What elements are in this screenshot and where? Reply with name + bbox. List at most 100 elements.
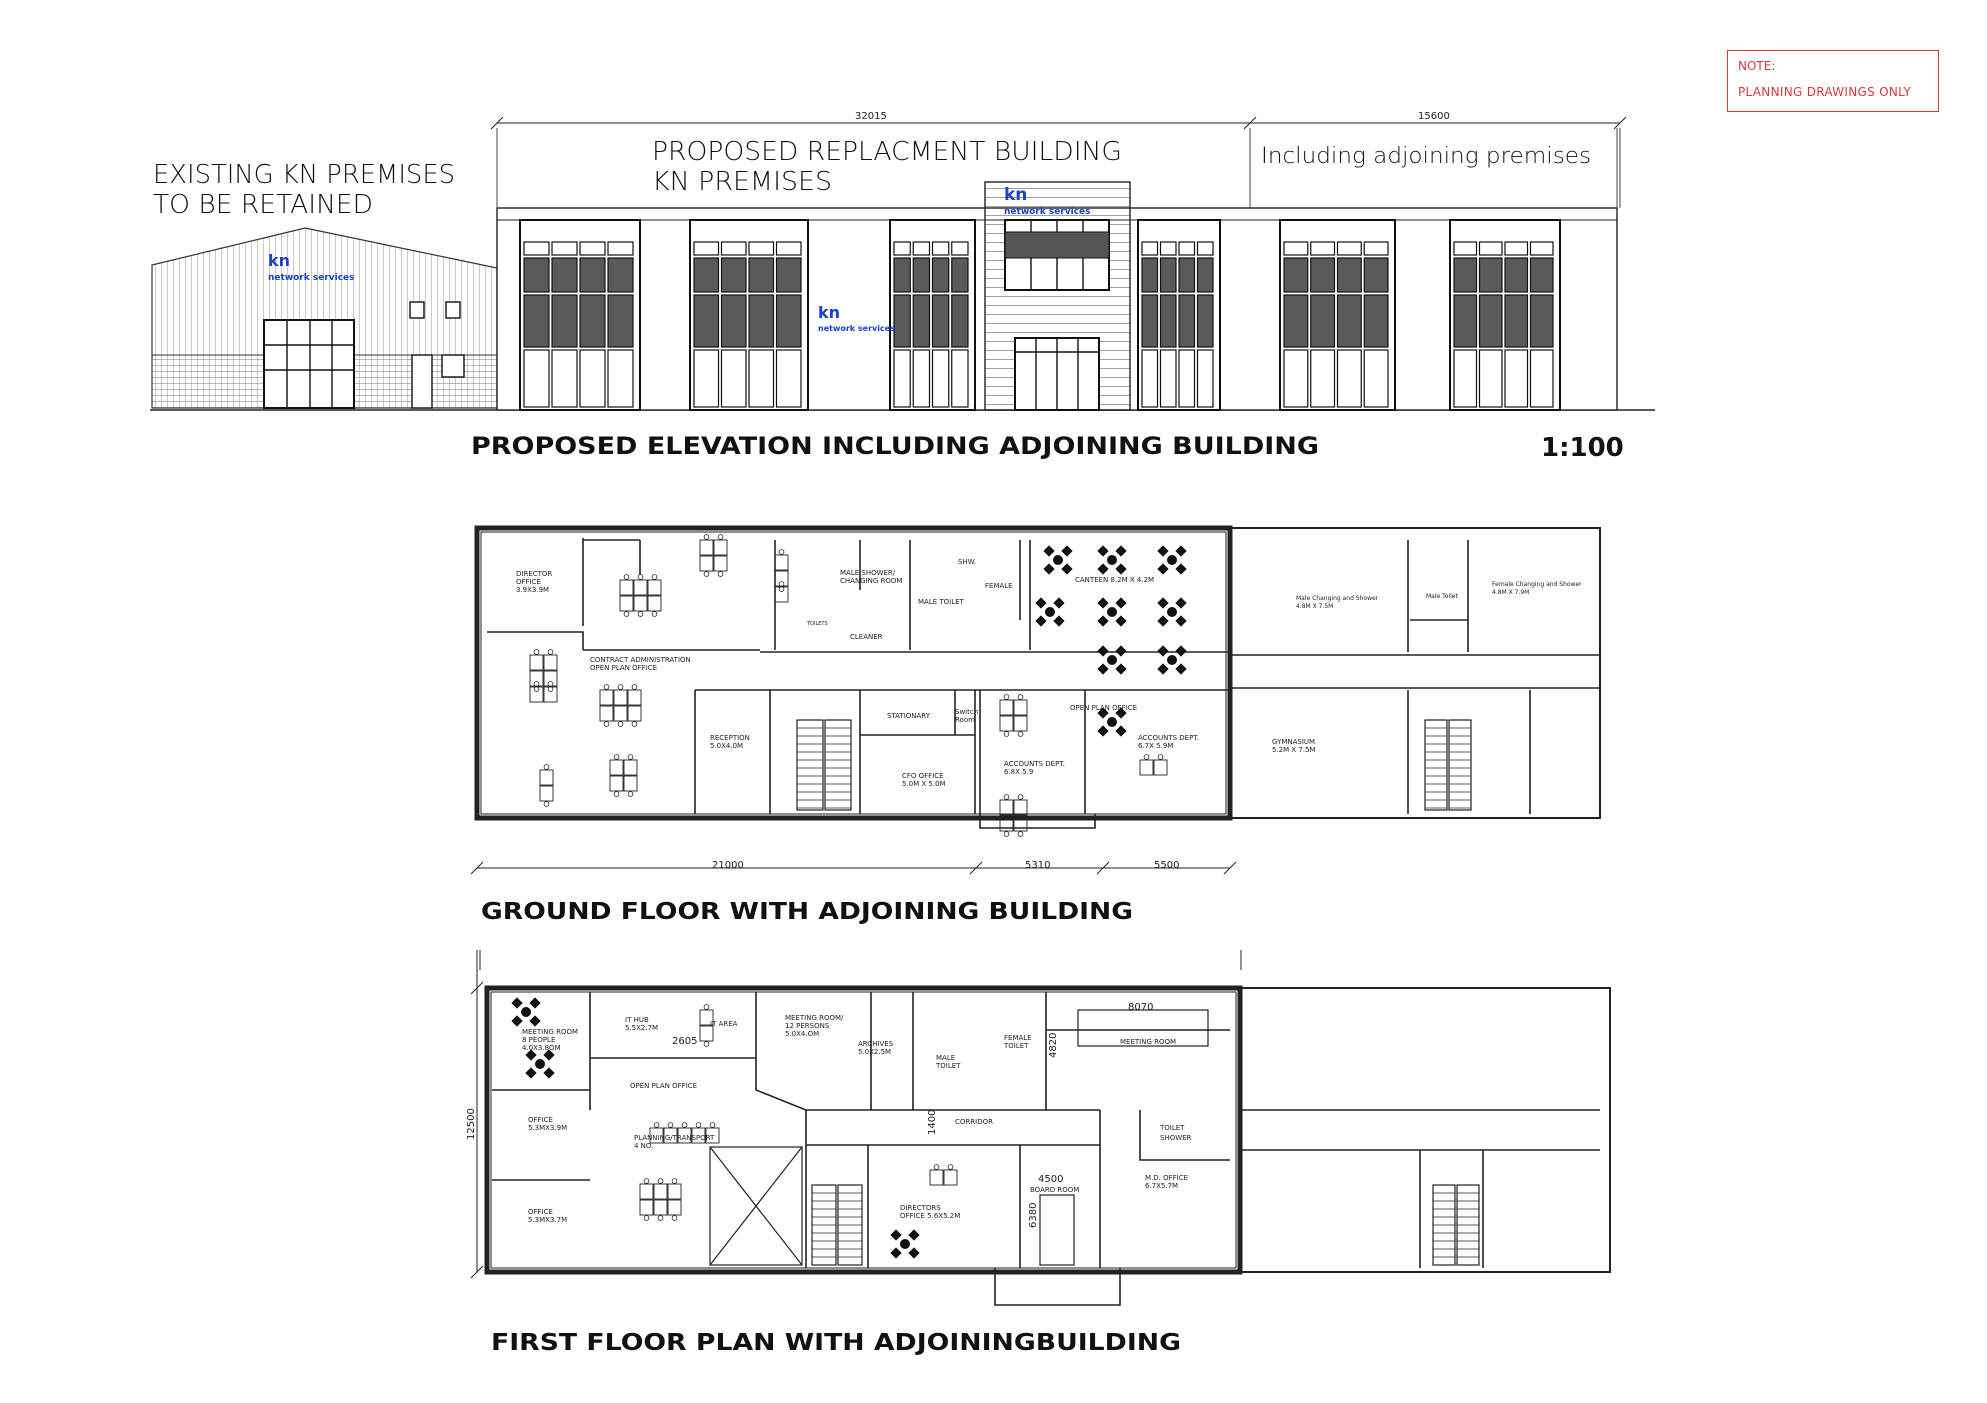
chair — [703, 571, 710, 577]
existing-logo-text: network services — [268, 273, 355, 283]
ff-female-toilet-2: TOILET — [1003, 1042, 1029, 1050]
window-pane — [748, 257, 775, 293]
gf-accounts1-2: 6.7X 5.9M — [1138, 742, 1173, 750]
chair — [651, 574, 658, 580]
table-chair — [1175, 615, 1187, 627]
desk — [999, 799, 1014, 816]
table-chair — [1097, 725, 1109, 737]
chair — [695, 1122, 702, 1128]
desk — [691, 1127, 706, 1144]
window-pane — [551, 294, 578, 348]
window-pane — [1196, 294, 1214, 348]
lift-void — [709, 1146, 803, 1266]
window-bays — [519, 219, 1561, 411]
chair — [1017, 831, 1024, 837]
window-pane — [720, 294, 747, 348]
window-pane — [1141, 349, 1159, 408]
window-pane — [1178, 241, 1196, 256]
table — [1107, 717, 1117, 727]
window-pane — [1178, 349, 1196, 408]
chair — [778, 549, 785, 555]
window-pane — [1478, 257, 1503, 293]
table-chair — [1097, 707, 1109, 719]
window-pane — [931, 257, 950, 293]
gf-dim-3: 5500 — [1154, 860, 1179, 871]
desk — [539, 785, 554, 802]
window-pane — [1141, 294, 1159, 348]
chair — [709, 1122, 716, 1128]
gf-accounts2-1: ACCOUNTS DEPT. — [1004, 760, 1065, 768]
chair — [1003, 794, 1010, 800]
ff-it-hub-1: IT HUB — [625, 1016, 649, 1024]
table-chair — [1115, 597, 1127, 609]
window-pane — [607, 294, 634, 348]
window-pane — [1159, 294, 1177, 348]
window-pane — [1529, 257, 1554, 293]
window-pane — [1453, 257, 1478, 293]
ff-office2-2: 5.3MX3.7M — [528, 1216, 567, 1224]
chair — [671, 1215, 678, 1221]
table-chair — [1061, 563, 1073, 575]
table — [900, 1239, 910, 1249]
window-pane — [720, 241, 747, 256]
gf-reception-2: 5.0X4.0M — [710, 742, 743, 750]
window-pane — [1196, 257, 1214, 293]
entrance-tower: kn network services — [984, 181, 1131, 411]
gf-reception-1: RECEPTION — [710, 734, 750, 742]
window-pane — [693, 349, 720, 408]
table-chair — [1175, 545, 1187, 557]
ff-meeting8-3: 4.0X3.8OM — [522, 1044, 561, 1052]
chair — [657, 1178, 664, 1184]
chair — [671, 1178, 678, 1184]
desk — [633, 595, 648, 612]
window-pane — [1178, 294, 1196, 348]
ff-open-plan: OPEN PLAN OFFICE — [630, 1082, 697, 1090]
desk — [529, 686, 544, 703]
window-pane — [1529, 241, 1554, 256]
table-chair — [1043, 545, 1055, 557]
desk — [705, 1127, 720, 1144]
desk — [623, 759, 638, 776]
table-chair — [908, 1229, 920, 1241]
ff-archives-2: 5.0X2.5M — [858, 1048, 891, 1056]
window-pane — [1336, 294, 1362, 348]
window-pane — [775, 349, 802, 408]
elevation-heading: PROPOSED ELEVATION INCLUDING ADJOINING B… — [471, 432, 1319, 460]
desk — [599, 689, 614, 706]
chair — [778, 581, 785, 587]
chair — [667, 1122, 674, 1128]
table-chair — [1043, 563, 1055, 575]
window-pane — [1283, 294, 1309, 348]
chair — [657, 1215, 664, 1221]
desk — [713, 539, 728, 556]
chair — [1157, 754, 1164, 760]
desk — [1013, 799, 1028, 816]
window-pane — [607, 349, 634, 408]
chair — [613, 791, 620, 797]
table — [521, 1007, 531, 1017]
window-pane — [1363, 294, 1389, 348]
ff-directors-2: OFFICE 5.6X5.2M — [900, 1212, 960, 1220]
ff-dim-2605: 2605 — [672, 1036, 697, 1047]
desk — [1013, 715, 1028, 732]
note-text: PLANNING DRAWINGS ONLY — [1738, 85, 1912, 99]
table-chair — [890, 1247, 902, 1259]
gf-accounts1-1: ACCOUNTS DEPT. — [1138, 734, 1199, 742]
ground-heading: GROUND FLOOR WITH ADJOINING BUILDING — [481, 899, 1133, 925]
ff-directors-1: DIRECTORS — [900, 1204, 941, 1212]
window-pane — [579, 294, 606, 348]
gf-gym-1: GYMNASIUM — [1272, 738, 1315, 746]
note-title: NOTE: — [1738, 59, 1776, 73]
window-pane — [1478, 349, 1503, 408]
first-desks — [639, 1004, 958, 1221]
desk — [1013, 699, 1028, 716]
chair — [627, 791, 634, 797]
gf-cleaner: CLEANER — [850, 633, 883, 641]
window-pane — [1453, 349, 1478, 408]
desk — [699, 1025, 714, 1042]
chair — [631, 721, 638, 727]
desk — [677, 1127, 692, 1144]
tower-logo-kn: kn — [1004, 185, 1027, 205]
dim-main: 32015 — [855, 111, 887, 122]
chair — [613, 754, 620, 760]
